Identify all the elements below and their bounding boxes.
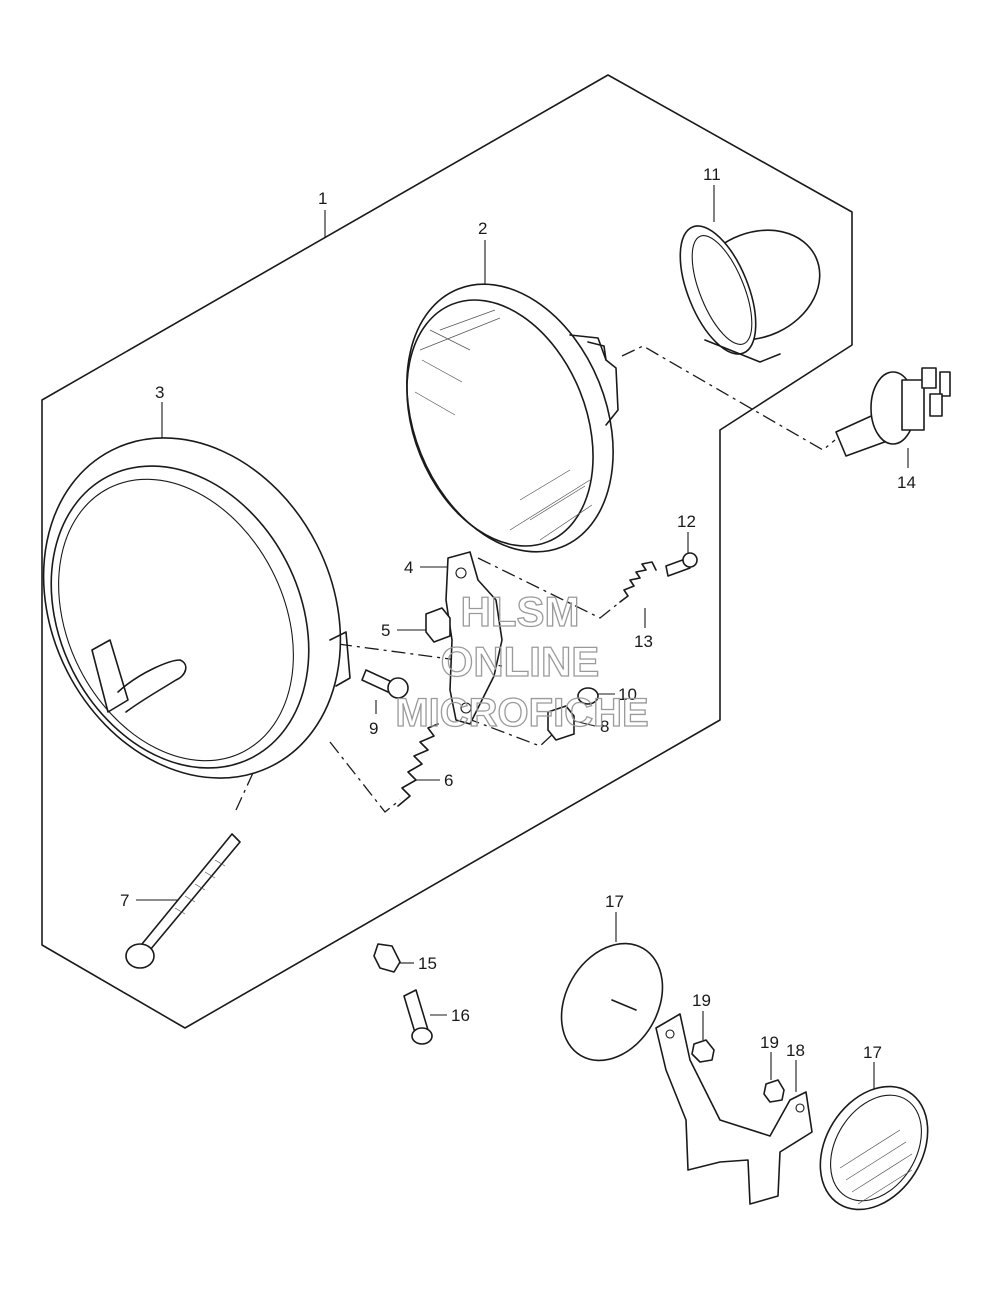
callout-1: 1 [318,189,327,208]
adjuster-screw [361,669,409,699]
headlight-rim [42,437,351,779]
reflector-right [819,1085,929,1211]
callout-5: 5 [381,621,390,640]
assembly-boundary [41,74,853,1029]
bulb-cover [679,225,821,363]
callout-4: 4 [404,558,413,577]
callout-19-upper: 19 [692,991,711,1010]
reflector-nuts [691,1039,785,1103]
watermark-line-3: MICROFICHE [395,691,648,735]
callout-8: 8 [600,717,609,736]
callout-16: 16 [451,1006,470,1025]
callout-12: 12 [677,512,696,531]
callout-numbers: 1 2 3 4 5 6 7 8 9 10 11 12 13 14 15 16 1… [120,165,916,1062]
callout-19-lower: 19 [760,1033,779,1052]
reflector-left [560,942,664,1062]
adjuster-spring [397,723,439,807]
watermark-line-2: ONLINE [441,638,600,685]
long-screw [125,833,241,969]
callout-10: 10 [618,685,637,704]
callout-3: 3 [155,383,164,402]
callout-15: 15 [418,954,437,973]
bolt [403,989,433,1045]
headlight-lens-unit [406,283,619,553]
callout-6: 6 [444,771,453,790]
watermark-line-1: HLSM [461,588,580,635]
cap-nut [373,943,401,973]
callout-9: 9 [369,719,378,738]
adjuster-bracket [445,551,503,725]
nut-parts [425,607,575,741]
callout-11: 11 [703,165,721,184]
callout-13: 13 [634,632,653,651]
callout-7: 7 [120,891,129,910]
callout-17-right: 17 [863,1043,882,1062]
callout-18: 18 [786,1041,805,1060]
halogen-bulb [835,367,951,457]
callout-2: 2 [478,219,487,238]
watermark: HLSM ONLINE MICROFICHE [395,587,650,735]
reflector-bracket [655,1013,813,1205]
callout-14: 14 [897,473,916,492]
leader-lines [136,185,909,1092]
collar [577,687,599,705]
small-spring [619,561,657,603]
small-screw [665,552,698,577]
callout-17-left: 17 [605,892,624,911]
